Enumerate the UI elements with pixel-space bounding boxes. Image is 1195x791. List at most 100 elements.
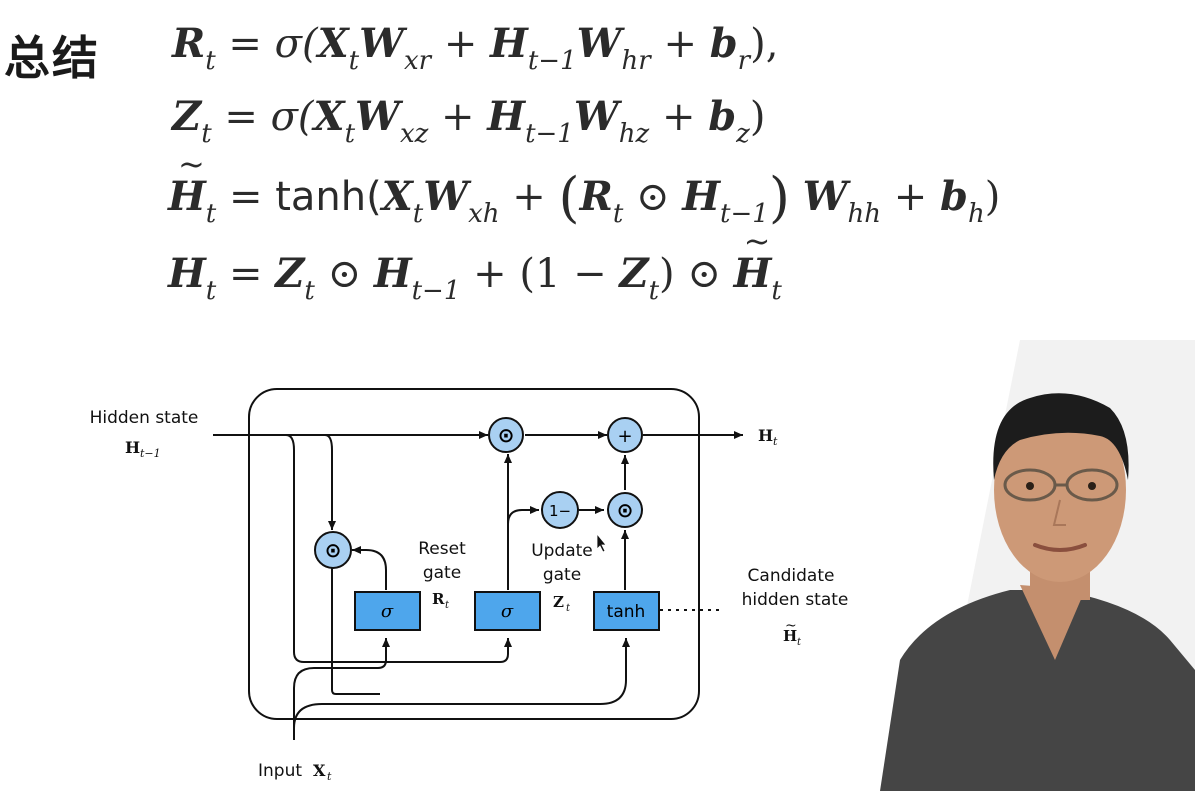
- eq-symbol: H: [734, 222, 772, 297]
- eq-paren: (: [558, 166, 580, 229]
- presenter-mouth: [1033, 543, 1087, 552]
- eq-subscript: t: [344, 119, 356, 149]
- eq-subscript: hz: [618, 119, 650, 149]
- eq-symbol: W: [423, 173, 469, 220]
- update-sigma-label: σ: [501, 601, 514, 622]
- eq-symbol: H: [373, 250, 412, 297]
- x-symbol: X: [313, 761, 326, 780]
- candidate-label-line2: hidden state: [742, 590, 849, 610]
- eq-subscript: t: [201, 119, 212, 149]
- presenter-shirt: [880, 590, 1195, 791]
- equation-candidate-state: Ht = tanh(XtWxh + (Rt ⊙ Ht−1) Whh + bh): [168, 145, 1001, 229]
- z-symbol: Z: [553, 593, 564, 611]
- presenter-nose: [1052, 499, 1066, 526]
- eq-operator: +: [512, 174, 546, 220]
- r-subscript: t: [445, 600, 450, 611]
- eq-symbol: R: [579, 173, 613, 220]
- tanh-label: tanh: [607, 602, 646, 622]
- reset-multiply-node: [314, 531, 352, 569]
- reset-multiply-node-label: ⊙: [325, 538, 342, 562]
- gru-diagram: ⊙ + ⊙ 1− ⊙ σ σ tanh Hidden state H t−1 H…: [90, 388, 849, 783]
- multiply-node-bottom: [607, 492, 643, 528]
- equation-update-gate: Zt = σ(XtWxz + Ht−1Whz + bz): [172, 93, 765, 149]
- ht-symbol: H: [783, 627, 797, 645]
- presenter-right-eye: [1088, 482, 1096, 490]
- eq-symbol: X: [313, 93, 345, 140]
- equation-hidden-state: Ht = Zt ⊙ Ht−1 + (1 − Zt) ⊙ Ht: [168, 222, 782, 306]
- presenter-left-eye: [1026, 482, 1034, 490]
- eq-subscript: t−1: [527, 46, 577, 76]
- equation-reset-gate: Rt = σ(XtWxr + Ht−1Whr + br),: [172, 20, 778, 76]
- h-out-subscript: t: [773, 435, 778, 448]
- update-label-line1: Update: [531, 541, 593, 561]
- candidate-label-line1: Candidate: [748, 566, 835, 586]
- eq-operator: ⊙: [636, 174, 670, 220]
- eq-operator: ): [749, 94, 766, 140]
- eq-subscript: t: [205, 199, 217, 229]
- hidden-state-label: Hidden state: [90, 408, 199, 428]
- eq-symbol: H: [490, 20, 528, 67]
- eq-symbol: H: [487, 93, 526, 140]
- update-label-line2: gate: [543, 565, 581, 585]
- eq-operator: (1 −: [519, 251, 607, 297]
- presenter-neck: [1020, 585, 1085, 660]
- eq-symbol: b: [940, 173, 968, 220]
- eq-symbol: X: [381, 173, 413, 220]
- one-minus-node-label: 1−: [549, 502, 571, 520]
- eq-operator: +: [441, 94, 475, 140]
- eq-subscript: t: [771, 276, 782, 306]
- one-minus-node: [541, 491, 579, 529]
- add-node: [607, 417, 643, 453]
- eq-operator: +: [893, 174, 928, 220]
- eq-operator: +: [661, 94, 696, 140]
- multiply-node-top: [488, 417, 524, 453]
- eq-operator: ): [984, 174, 1001, 220]
- eq-symbol: b: [708, 93, 737, 140]
- eq-symbol: Z: [275, 250, 305, 297]
- eq-subscript: t: [205, 46, 216, 76]
- eq-subscript: xr: [404, 46, 432, 76]
- reset-label-line1: Reset: [418, 539, 466, 559]
- eq-symbol: W: [573, 93, 619, 140]
- slide-title: 总结: [4, 31, 100, 85]
- eq-operator: ⊙: [687, 251, 721, 297]
- eq-symbol: R: [172, 20, 206, 67]
- eq-symbol: H: [168, 145, 206, 220]
- eq-operator: =: [228, 174, 263, 220]
- eq-symbol: H: [168, 250, 206, 297]
- eq-symbol: X: [317, 20, 349, 67]
- eq-symbol: b: [709, 20, 738, 67]
- presenter-video: [880, 340, 1195, 791]
- eq-subscript: hr: [621, 46, 651, 76]
- eq-operator: +: [443, 21, 478, 67]
- eq-subscript: t: [348, 46, 360, 76]
- eq-symbol: W: [802, 173, 848, 220]
- z-subscript: t: [566, 603, 571, 614]
- eq-operator: +: [663, 21, 697, 67]
- multiply-node-top-label: ⊙: [498, 423, 515, 447]
- eq-subscript: xh: [468, 199, 500, 229]
- gru-cell-boundary: [248, 388, 700, 720]
- tanh-box: [593, 591, 660, 631]
- reset-label-line2: gate: [423, 563, 461, 583]
- h-prev-subscript: t−1: [140, 447, 161, 460]
- h-prev-symbol: H: [125, 438, 140, 457]
- eq-symbol: W: [355, 93, 400, 140]
- eq-paren: ): [768, 166, 790, 229]
- eq-subscript: t: [648, 276, 660, 306]
- h-out-symbol: H: [758, 426, 773, 445]
- eq-subscript: r: [737, 46, 751, 76]
- eq-symbol: Z: [172, 93, 202, 140]
- reset-sigma-label: σ: [381, 601, 394, 622]
- eq-symbol: Z: [619, 250, 649, 297]
- eq-subscript: z: [736, 119, 750, 149]
- ht-subscript: t: [797, 637, 802, 648]
- ht-tilde: ~: [785, 618, 797, 634]
- eq-subscript: h: [967, 199, 985, 229]
- eq-operator: =: [224, 94, 258, 140]
- mouse-cursor-icon: [596, 532, 607, 553]
- eq-operator: =: [228, 21, 262, 67]
- eq-subscript: t: [304, 276, 315, 306]
- connection-lines: [213, 431, 743, 740]
- eq-operator: =: [228, 251, 263, 297]
